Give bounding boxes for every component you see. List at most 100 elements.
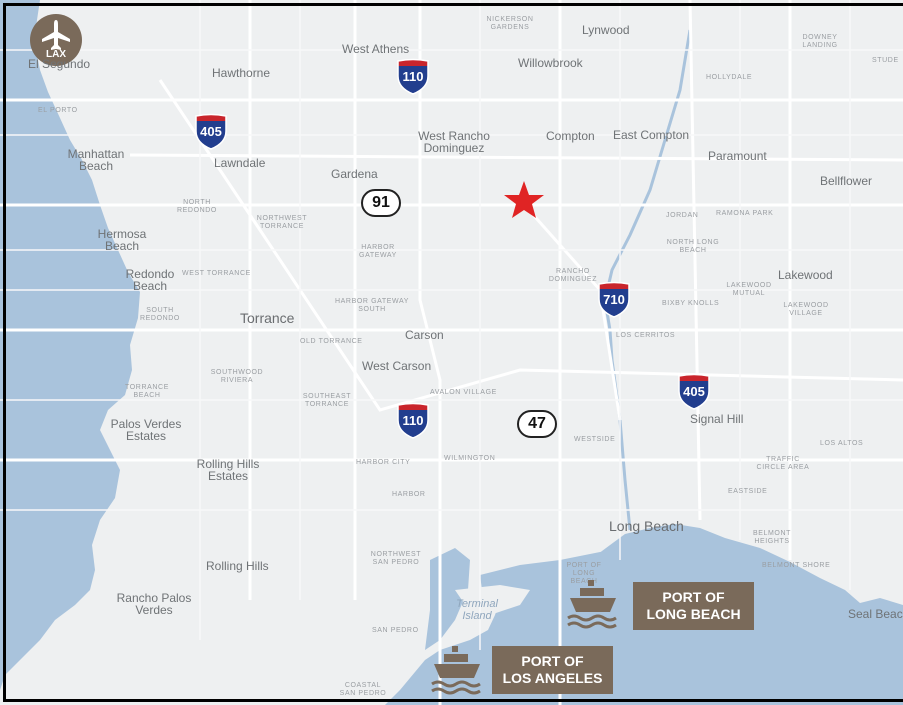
hood-north-long-beach: North Long Beach — [666, 239, 720, 254]
hood-old-torrance: Old Torrance — [300, 338, 363, 345]
minor-roads — [0, 0, 903, 650]
shield-number: 110 — [402, 413, 424, 428]
harbor-water-2 — [480, 548, 650, 612]
port-los-angeles-label: PORT OF LOS ANGELES — [492, 646, 613, 694]
port-long-beach-line1: PORT OF — [662, 589, 725, 605]
interstate-710-shield: 710 — [596, 281, 632, 319]
city-west-carson: West Carson — [362, 359, 432, 373]
shield-number: 110 — [402, 69, 424, 84]
city-rolling-hills-estates: Rolling Hills Estates — [196, 457, 260, 483]
interstate-110-south-shield: 110 — [395, 402, 431, 440]
interstate-405-west-shield: 405 — [193, 113, 229, 151]
terminal-island-label: Terminal Island — [456, 598, 498, 622]
city-compton: Compton — [546, 129, 595, 143]
hood-north-redondo: North Redondo — [177, 199, 217, 214]
hood-nickerson: Nickerson Gardens — [486, 16, 534, 31]
city-bellflower: Bellflower — [820, 174, 873, 188]
port-long-beach-line2: LONG BEACH — [646, 606, 741, 622]
hood-southwood-riviera: Southwood Riviera — [210, 369, 264, 384]
hood-traffic-circle: Traffic Circle Area — [756, 456, 810, 471]
hood-studebaker: Stude — [872, 57, 899, 64]
hood-belmont-shore: Belmont Shore — [762, 562, 831, 569]
hood-los-cerritos: Los Cerritos — [616, 332, 676, 339]
city-lynwood: Lynwood — [582, 23, 630, 37]
hood-northwest-torrance: Northwest Torrance — [256, 215, 308, 230]
hood-san-pedro: San Pedro — [372, 627, 419, 634]
hood-harbor-city: Harbor City — [356, 459, 411, 466]
state-route-91-shield: 91 — [361, 189, 401, 217]
airport-badge[interactable]: LAX — [30, 14, 82, 66]
city-palos-verdes-estates: Palos Verdes Estates — [110, 417, 182, 443]
city-torrance: Torrance — [240, 310, 295, 326]
hood-lakewood-mutual: Lakewood Mutual — [726, 282, 772, 297]
interstate-shield-icon — [598, 281, 630, 318]
hood-west-torrance: West Torrance — [182, 270, 251, 277]
hood-southeast-torrance: Southeast Torrance — [302, 393, 352, 408]
city-seal-beach: Seal Beach — [848, 607, 903, 621]
ship-icon — [567, 580, 617, 629]
hood-rancho-dominguez: Rancho Dominguez — [548, 268, 598, 283]
city-rancho-palos-verdes: Rancho Palos Verdes — [116, 591, 192, 617]
city-hermosa-beach: Hermosa Beach — [97, 227, 147, 253]
ship-icon — [431, 646, 481, 695]
state-route-47-shield: 47 — [517, 410, 557, 438]
hood-hollydale: Hollydale — [706, 74, 753, 81]
hood-downey-landing: Downey Landing — [802, 34, 838, 49]
city-carson: Carson — [405, 328, 444, 342]
interstate-shield-icon — [397, 402, 429, 439]
city-west-athens: West Athens — [342, 42, 410, 56]
city-east-compton: East Compton — [613, 128, 690, 142]
city-lawndale: Lawndale — [214, 156, 266, 170]
city-gardena: Gardena — [331, 167, 378, 181]
city-signal-hill: Signal Hill — [690, 412, 744, 426]
hood-los-altos: Los Altos — [820, 440, 864, 447]
city-rolling-hills: Rolling Hills — [206, 559, 269, 573]
hood-port-of-long-beach: Port of Long Beach — [566, 562, 602, 585]
interstate-405-east-shield: 405 — [676, 373, 712, 411]
hood-south-redondo: South Redondo — [140, 307, 180, 322]
airport-code: LAX — [46, 49, 66, 60]
port-los-angeles-line1: PORT OF — [521, 653, 584, 669]
interstate-shield-icon — [678, 373, 710, 410]
hood-eastside: Eastside — [728, 488, 768, 495]
city-manhattan-beach: Manhattan Beach — [67, 147, 125, 173]
hood-wilmington: Wilmington — [444, 455, 496, 462]
terminal-island — [455, 585, 530, 615]
airplane-icon — [42, 20, 70, 50]
port-long-beach-label: PORT OF LONG BEACH — [633, 582, 754, 630]
shield-number: 710 — [603, 292, 625, 307]
hood-coastal-san-pedro: Coastal San Pedro — [339, 682, 387, 697]
hood-torrance-beach: Torrance Beach — [125, 384, 169, 399]
hood-harbor-gateway: Harbor Gateway — [359, 244, 397, 259]
city-lakewood: Lakewood — [778, 268, 833, 282]
star-icon — [504, 181, 544, 218]
hood-el-porto: El Porto — [38, 107, 78, 114]
city-willowbrook: Willowbrook — [518, 56, 583, 70]
city-long-beach: Long Beach — [609, 518, 684, 534]
harbor-water — [425, 548, 470, 650]
hood-bixby-knolls: Bixby Knolls — [662, 300, 720, 307]
interstate-110-north-shield: 110 — [395, 58, 431, 96]
city-redondo-beach: Redondo Beach — [125, 267, 175, 293]
hood-northwest-san-pedro: Northwest San Pedro — [370, 551, 422, 566]
hood-lakewood-village: Lakewood Village — [783, 302, 829, 317]
hood-jordan: Jordan — [666, 212, 699, 219]
hood-westside: Westside — [574, 436, 616, 443]
shield-number: 405 — [200, 124, 222, 139]
interstate-shield-icon — [397, 58, 429, 95]
city-west-rancho-dominguez: West Rancho Dominguez — [418, 129, 490, 155]
shield-number: 405 — [683, 384, 705, 399]
port-los-angeles-line2: LOS ANGELES — [502, 670, 603, 686]
interstate-shield-icon — [195, 113, 227, 150]
hood-harbor-gateway-south: Harbor Gateway South — [335, 298, 409, 313]
city-hawthorne: Hawthorne — [212, 66, 271, 80]
hood-ramona-park: Ramona Park — [716, 210, 774, 217]
city-paramount: Paramount — [708, 149, 767, 163]
city-el-segundo: El Segundo — [28, 57, 91, 71]
hood-belmont-heights: Belmont Heights — [752, 530, 792, 545]
hood-harbor: Harbor — [392, 491, 426, 498]
hood-avalon-village: Avalon Village — [430, 389, 497, 396]
